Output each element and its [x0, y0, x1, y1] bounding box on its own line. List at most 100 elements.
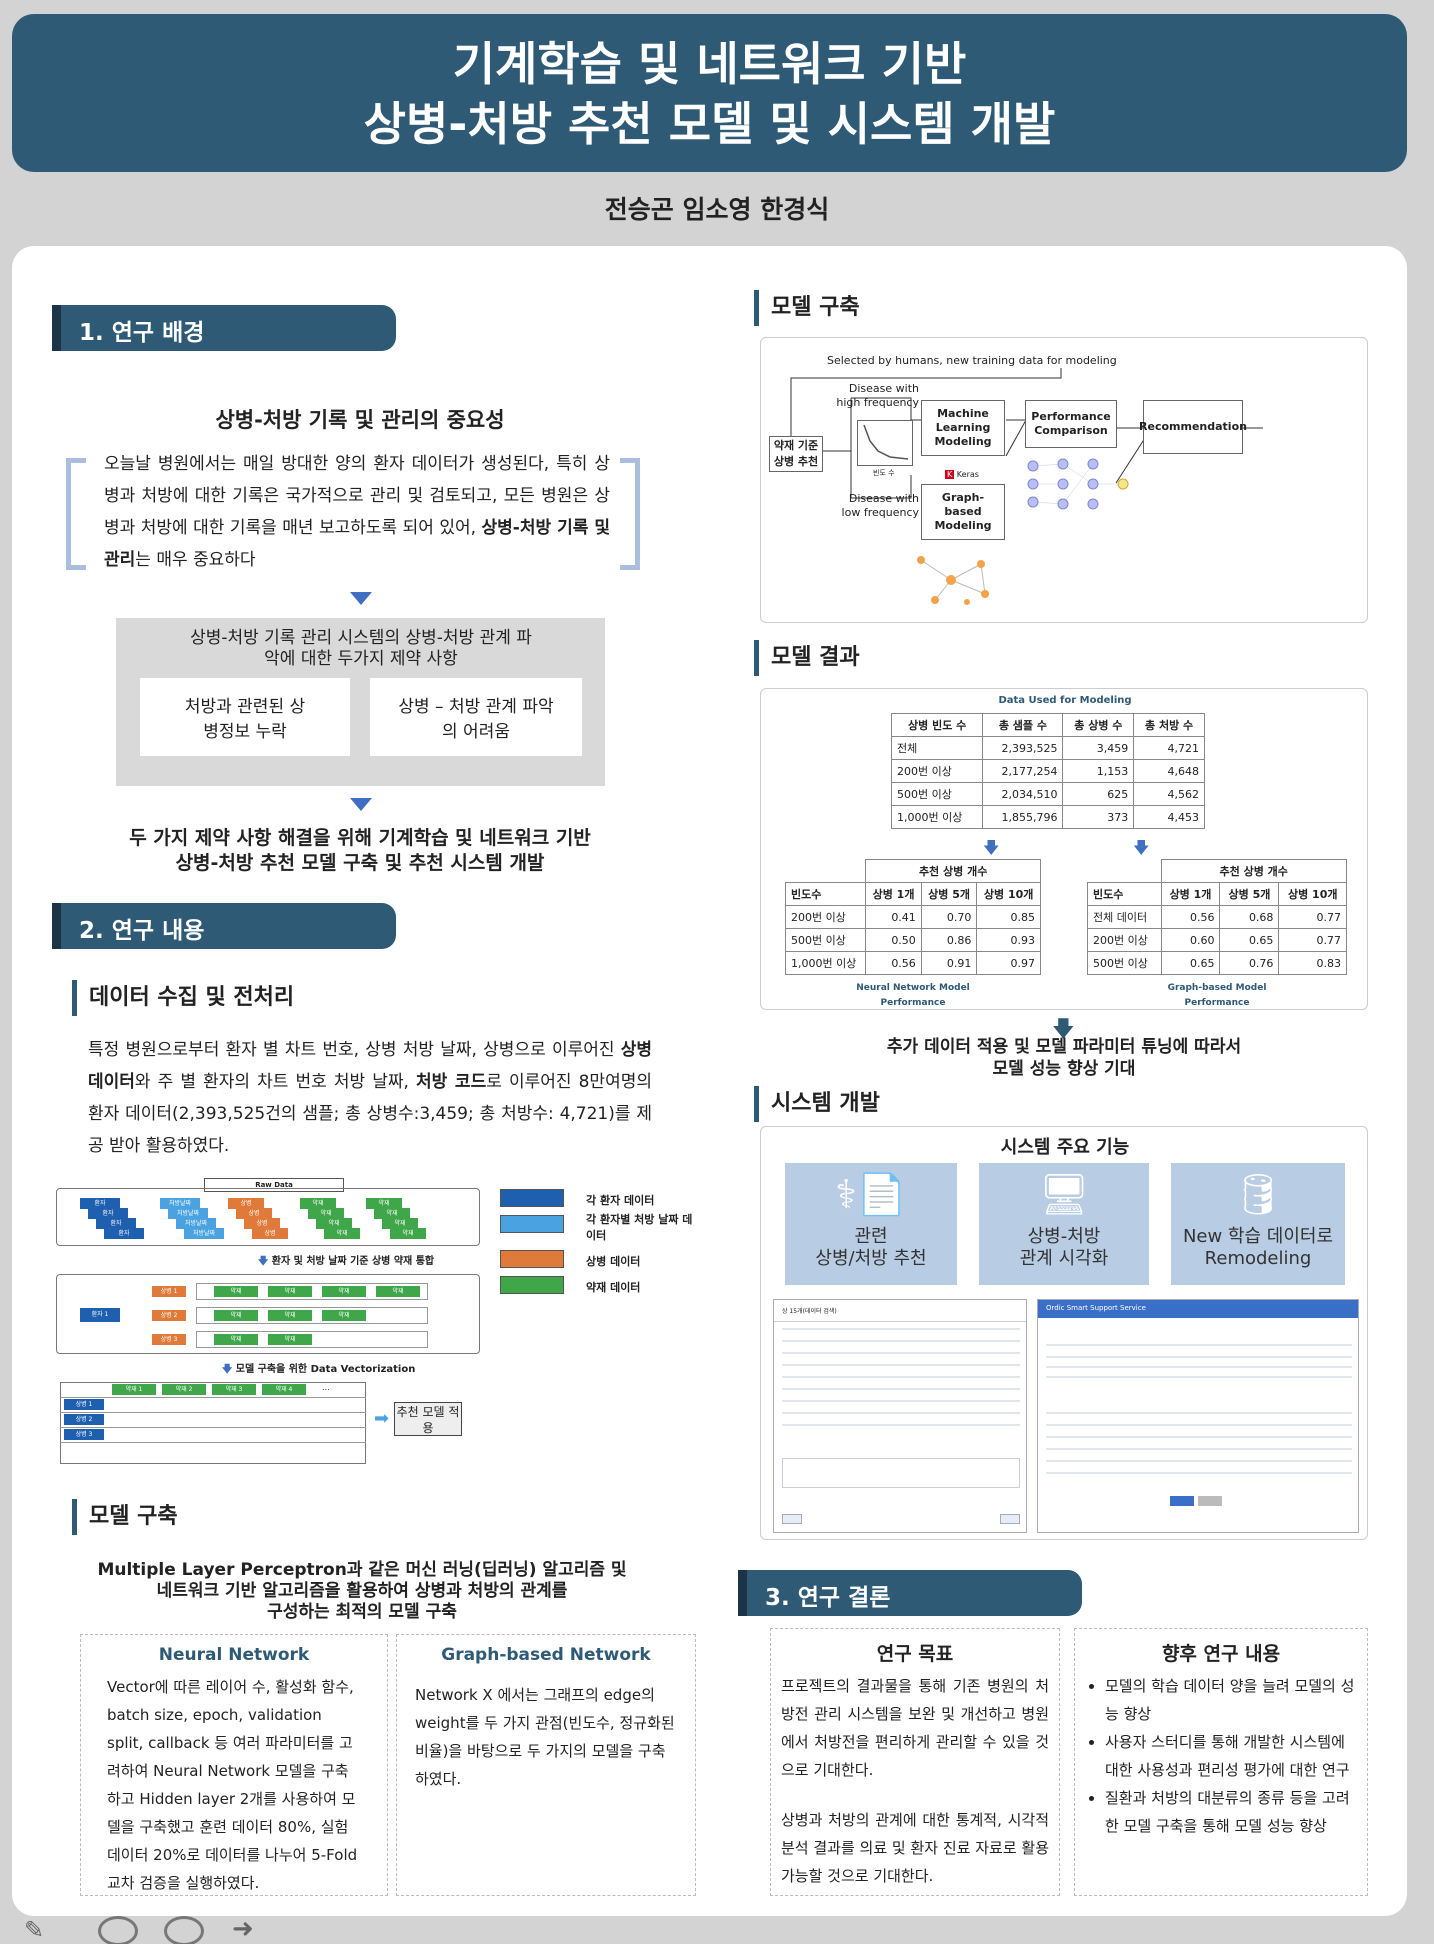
gb-header: 상병 1개: [1160, 882, 1221, 906]
more-icon[interactable]: [164, 1916, 204, 1944]
drug-3-header: 약재 3: [212, 1384, 256, 1395]
drug-4-header: 약재 4: [262, 1384, 306, 1395]
dt-cell: 2,393,525: [982, 736, 1064, 760]
drug-cell: 약재: [322, 1310, 366, 1321]
disease-3-row: 상병 3: [64, 1429, 104, 1440]
constraint-1: 처방과 관련된 상병정보 누락: [140, 678, 350, 756]
title-line-1: 기계학습 및 네트워크 기반: [452, 37, 967, 91]
legend-swatch-disease: [500, 1250, 564, 1268]
shot-line: [782, 1424, 1020, 1426]
shot2-button: [1170, 1496, 1194, 1506]
next-arrow-icon[interactable]: ➜: [232, 1914, 254, 1944]
patient-cell: 환자: [104, 1228, 144, 1239]
keras-logo: K Keras: [945, 470, 979, 479]
expectation-text: 추가 데이터 적용 및 모델 파라미터 튜닝에 따라서 모델 성능 향상 기대: [760, 1036, 1368, 1080]
flow-start-box: 약재 기준 상병 추천: [769, 436, 823, 472]
ellipsis-header: ...: [322, 1383, 330, 1392]
drug-cell: 약재: [324, 1228, 360, 1239]
keras-label: Keras: [956, 470, 979, 479]
gb-caption-2: Performance: [1184, 998, 1250, 1008]
future-list: 모델의 학습 데이터 양을 늘려 모델의 성능 향상 사용자 스터디를 통해 개…: [1075, 1666, 1367, 1840]
dt-cell: 전체: [890, 736, 984, 760]
comment-icon[interactable]: [98, 1916, 138, 1944]
nn-empty-corner: [786, 860, 866, 883]
dt-cell: 373: [1062, 805, 1135, 829]
ml-box: Machine Learning Modeling: [921, 400, 1005, 456]
data-para-bold-1: 상병 데이터: [88, 1040, 652, 1092]
feature-3-line-1: New 학습 데이터로: [1182, 1226, 1334, 1247]
pencil-icon[interactable]: ✎: [24, 1916, 45, 1944]
matrix-line: [60, 1397, 366, 1398]
legend-swatch-date: [500, 1215, 564, 1233]
gb-cell: 0.60: [1160, 928, 1221, 952]
constraint-title: 상병-처방 기록 관리 시스템의 상병-처방 관계 파악에 대한 두가지 제약 …: [190, 628, 532, 669]
chart-monitor-icon: 🖥: [1038, 1172, 1090, 1218]
gb-cell: 0.77: [1278, 928, 1347, 952]
legend-swatch-patient: [500, 1189, 564, 1207]
goal-paragraph-1: 프로젝트의 결과물을 통해 기존 병원의 처방전 관리 시스템을 보완 및 개선…: [781, 1677, 1049, 1779]
left-bracket: [66, 458, 86, 570]
constraint-2: 상병 – 처방 관계 파악의 어려움: [370, 678, 582, 756]
recommendation-box: Recommendation: [1139, 400, 1247, 454]
drug-cell: 약재: [322, 1286, 366, 1297]
conclusion-line-2: 상병-처방 추천 모델 구축 및 추천 시스템 개발: [175, 852, 545, 874]
down-arrow-icon: [350, 798, 372, 811]
list-item: 모델의 학습 데이터 양을 늘려 모델의 성능 향상: [1105, 1672, 1357, 1728]
perf-box: Performance Comparison: [1025, 400, 1117, 448]
nn-cell: 0.85: [976, 905, 1041, 929]
feature-2-line-2: 관계 시각화: [1019, 1248, 1109, 1269]
shot1-button: [782, 1514, 802, 1524]
list-item: 사용자 스터디를 통해 개발한 시스템에 대한 사용성과 편리성 평가에 대한 …: [1105, 1728, 1357, 1784]
gb-cell: 0.65: [1219, 928, 1280, 952]
title-banner: 기계학습 및 네트워크 기반 상병-처방 추천 모델 및 시스템 개발: [12, 14, 1407, 172]
matrix-line: [60, 1442, 366, 1443]
gb-cell: 0.56: [1160, 905, 1221, 929]
data-stack-icon: 🛢: [1232, 1172, 1284, 1218]
chart-date-cell: 처방날짜: [160, 1198, 200, 1209]
shot-line: [1046, 1472, 1352, 1474]
flow-top-label: Selected by humans, new training data fo…: [827, 354, 1117, 367]
chart-date-cell: 처방날짜: [168, 1208, 208, 1219]
shot-line: [1046, 1412, 1352, 1414]
shot1-title: 상 15개(데이터 검색): [774, 1300, 1026, 1322]
patient-cell: 환자: [96, 1218, 136, 1229]
chart-axis-label: 빈도 수: [873, 469, 895, 477]
dt-cell: 2,177,254: [982, 759, 1064, 783]
shot-line: [782, 1376, 1020, 1378]
gb-group-header: 추천 상병 개수: [1160, 859, 1347, 883]
gb-header: 상병 5개: [1219, 882, 1280, 906]
system-screenshot-2: Ordic Smart Support Service: [1037, 1299, 1359, 1533]
nn-header: 상병 10개: [976, 882, 1041, 906]
data-pipeline-diagram: Raw Data 환자 환자 환자 환자 처방날짜 처방날짜 처방날짜 처방날짜…: [56, 1178, 492, 1468]
system-screenshot-1: 상 15개(데이터 검색): [773, 1299, 1027, 1533]
dt-cell: 1,153: [1062, 759, 1135, 783]
goal-title: 연구 목표: [876, 1643, 954, 1665]
drug-cell: 약재: [382, 1218, 418, 1229]
list-item: 질환과 처방의 대분류의 종류 등을 고려한 모델 구축을 통해 모델 성능 향…: [1105, 1784, 1357, 1840]
feature-card-recommend: ⚕📄 관련 상병/처방 추천: [785, 1163, 957, 1285]
model-summary-line-3: 구성하는 최적의 모델 구축: [267, 1602, 457, 1622]
shot-line: [782, 1412, 1020, 1414]
drug-cell: 약재: [300, 1198, 336, 1209]
right-bracket: [620, 458, 640, 570]
future-title: 향후 연구 내용: [1161, 1643, 1281, 1665]
shot-line: [782, 1364, 1020, 1366]
nn-cell: 500번 이상: [784, 928, 867, 952]
gb-cell: 0.83: [1278, 951, 1347, 975]
drug-cell: 약재: [268, 1334, 312, 1345]
shot-line: [1046, 1376, 1352, 1378]
down-arrow-icon: [350, 592, 372, 605]
graph-model-box: Graph-based Modeling: [921, 484, 1005, 540]
gb-cell: 0.68: [1219, 905, 1280, 929]
integrated-frame: [56, 1274, 480, 1354]
drug-cell: 약재: [214, 1286, 258, 1297]
dt-header: 총 처방 수: [1133, 713, 1205, 737]
step-2-label: 모델 구축을 위한 Data Vectorization: [235, 1364, 416, 1375]
legend-label-date: 각 환자별 처방 날짜 데이터: [586, 1213, 693, 1242]
dt-cell: 4,453: [1133, 805, 1205, 829]
dt-cell: 4,562: [1133, 782, 1205, 806]
